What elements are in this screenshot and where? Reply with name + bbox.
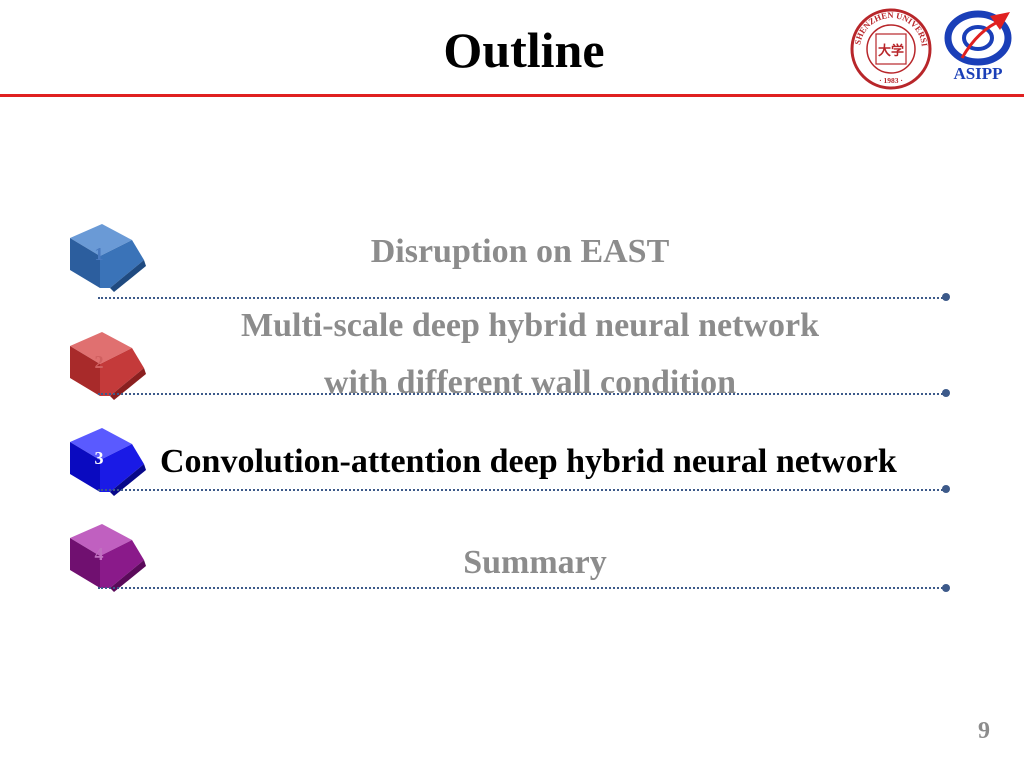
outline-divider-1 (98, 297, 946, 299)
outline-item-2-line-1[interactable]: Multi-scale deep hybrid neural network (241, 307, 819, 344)
outline-number-1: 1 (94, 244, 104, 264)
szu-center-chars: 大学 (878, 43, 904, 59)
outline-item-1[interactable]: Disruption on EAST (370, 233, 670, 270)
outline-divider-end-2 (942, 389, 950, 397)
szu-year: · 1983 · (879, 76, 903, 85)
slide-title: Outline (443, 22, 605, 78)
outline-number-2: 2 (94, 352, 104, 372)
outline-divider-2 (98, 393, 946, 395)
outline-item-2-line-2[interactable]: with different wall condition (323, 364, 737, 401)
asipp-logo (944, 10, 1012, 66)
page-number: 9 (978, 718, 990, 744)
outline-cube-3 (70, 428, 146, 496)
outline-item-4[interactable]: Summary (463, 544, 607, 581)
outline-cube-1 (70, 224, 146, 292)
outline-cube-4 (70, 524, 146, 592)
asipp-label: ASIPP (953, 64, 1003, 83)
outline-divider-3 (98, 489, 946, 491)
outline-item-3[interactable]: Convolution-attention deep hybrid neural… (160, 443, 897, 480)
outline-divider-4 (98, 587, 946, 589)
outline-number-4: 4 (94, 544, 104, 564)
title-divider (0, 94, 1024, 97)
outline-divider-end-1 (942, 293, 950, 301)
outline-divider-end-4 (942, 584, 950, 592)
outline-number-3: 3 (94, 448, 104, 468)
outline-divider-end-3 (942, 485, 950, 493)
outline-cube-2 (70, 332, 146, 400)
shenzhen-university-logo: SHENZHEN UNIVERSITY · 1983 · 大学 (850, 8, 932, 90)
